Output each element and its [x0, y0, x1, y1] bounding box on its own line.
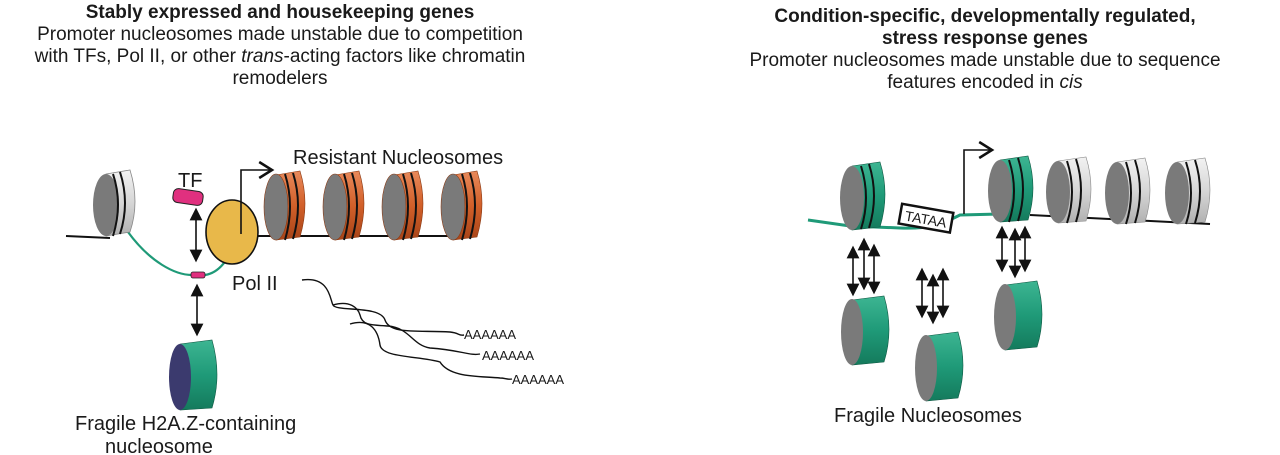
right-subtitle-line2: features encoded in cis: [690, 72, 1280, 94]
fragile-nucleosomes-label: Fragile Nucleosomes: [834, 405, 1022, 427]
pol-ii: [205, 199, 259, 265]
left-subtitle-line2: with TFs, Pol II, or other trans-acting …: [0, 46, 560, 68]
mrna-transcript: [301, 279, 465, 336]
gray-nucleosome: [1046, 156, 1092, 224]
trans-italic: trans: [241, 46, 284, 67]
right-panel-header: Condition-specific, developmentally regu…: [690, 6, 1280, 94]
right-panel-title-line1: Condition-specific, developmentally regu…: [774, 6, 1196, 27]
mrna-transcript: [332, 302, 481, 356]
resistant-nucleosome: [381, 170, 424, 241]
tf-protein: TF: [172, 170, 204, 206]
tf-label: TF: [178, 170, 202, 192]
polya-tail: AAAAAA: [464, 327, 516, 342]
dna-strand-left: [65, 235, 111, 239]
left-subtitle-line1: Promoter nucleosomes made unstable due t…: [37, 24, 523, 45]
resistant-nucleosome: [263, 170, 306, 241]
left-subtitle-line3: remodelers: [232, 68, 328, 89]
fragile-promoter-nucleosome: [988, 155, 1034, 223]
gray-nucleosome: [1165, 157, 1211, 225]
cis-italic: cis: [1059, 72, 1083, 93]
free-fragile-nucleosome: [915, 331, 964, 402]
left-subtitle-text: with TFs, Pol II, or other: [34, 46, 242, 67]
right-subtitle-line1: Promoter nucleosomes made unstable due t…: [749, 50, 1221, 71]
tss-arrow-left: [240, 160, 275, 234]
resistant-nucleosomes-label: Resistant Nucleosomes: [293, 147, 503, 169]
tf-binding-site: [190, 271, 206, 279]
exchange-arrows: [846, 237, 881, 297]
left-subtitle-text: -acting factors like chromatin: [283, 46, 526, 67]
gray-nucleosome: [1105, 157, 1151, 225]
right-panel-title-line2: stress response genes: [882, 28, 1088, 49]
right-subtitle-text: features encoded in: [887, 72, 1060, 93]
fragile-h2az-label-line2: nucleosome: [105, 436, 213, 455]
tata-box: TATAA: [897, 202, 955, 234]
polya-tail: AAAAAA: [482, 348, 534, 363]
pol-ii-label: Pol II: [232, 273, 278, 295]
tata-label: TATAA: [904, 208, 949, 231]
fragile-h2az-label-line1: Fragile H2A.Z-containing: [75, 413, 296, 435]
fragile-promoter-nucleosome: [840, 161, 886, 231]
tss-arrow-right: [963, 140, 995, 214]
mrna-transcript: [349, 321, 513, 380]
gray-nucleosome: [93, 169, 136, 237]
left-panel-title: Stably expressed and housekeeping genes: [85, 2, 475, 23]
exchange-arrows: [995, 225, 1032, 279]
resistant-nucleosome: [322, 170, 365, 241]
left-panel-header: Stably expressed and housekeeping genes …: [0, 2, 560, 90]
free-fragile-nucleosome: [841, 295, 890, 366]
h2az-nucleosome: [169, 339, 218, 411]
free-fragile-nucleosome: [994, 280, 1043, 351]
resistant-nucleosome: [440, 170, 483, 241]
polya-tail: AAAAAA: [512, 372, 564, 387]
exchange-arrows: [915, 267, 950, 325]
